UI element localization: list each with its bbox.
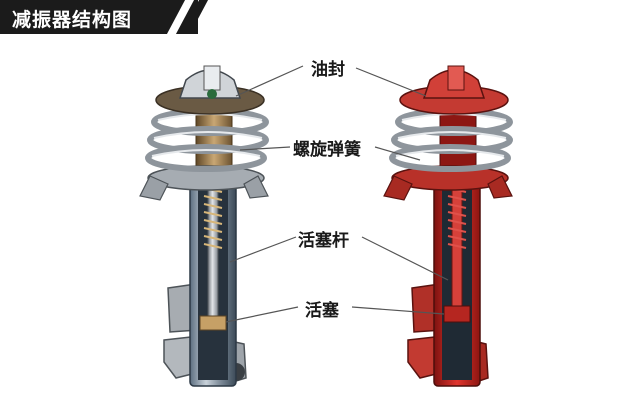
label-piston: 活塞 [305, 301, 339, 321]
leader-piston-right [351, 306, 445, 315]
leader-oil-seal-right [355, 67, 427, 97]
oil-seal [207, 89, 217, 99]
label-piston-rod: 活塞杆 [298, 231, 349, 251]
label-coil-spring: 螺旋弹簧 [293, 140, 361, 160]
leader-piston-rod-right [361, 236, 449, 281]
leader-coil-spring-left [239, 146, 291, 151]
seat-tab-left [383, 175, 413, 201]
leader-coil-spring-right [374, 146, 421, 161]
diagram-title: 减振器结构图 [12, 9, 133, 31]
seat-tab-right [487, 175, 513, 199]
leader-oil-seal-left [235, 65, 304, 97]
label-oil-seal: 油封 [311, 60, 345, 80]
top-nut [447, 65, 465, 91]
seat-tab-left [139, 175, 169, 201]
leader-piston-rod-left [229, 236, 297, 263]
left-shock-absorber [139, 65, 269, 387]
piston [443, 305, 471, 323]
seat-tab-right [243, 175, 269, 199]
right-shock-absorber [383, 65, 513, 387]
title-bar: 减振器结构图 [0, 0, 198, 34]
piston [199, 315, 227, 331]
leader-lines [225, 65, 449, 323]
top-nut [203, 65, 221, 91]
leader-piston-left [225, 306, 299, 323]
